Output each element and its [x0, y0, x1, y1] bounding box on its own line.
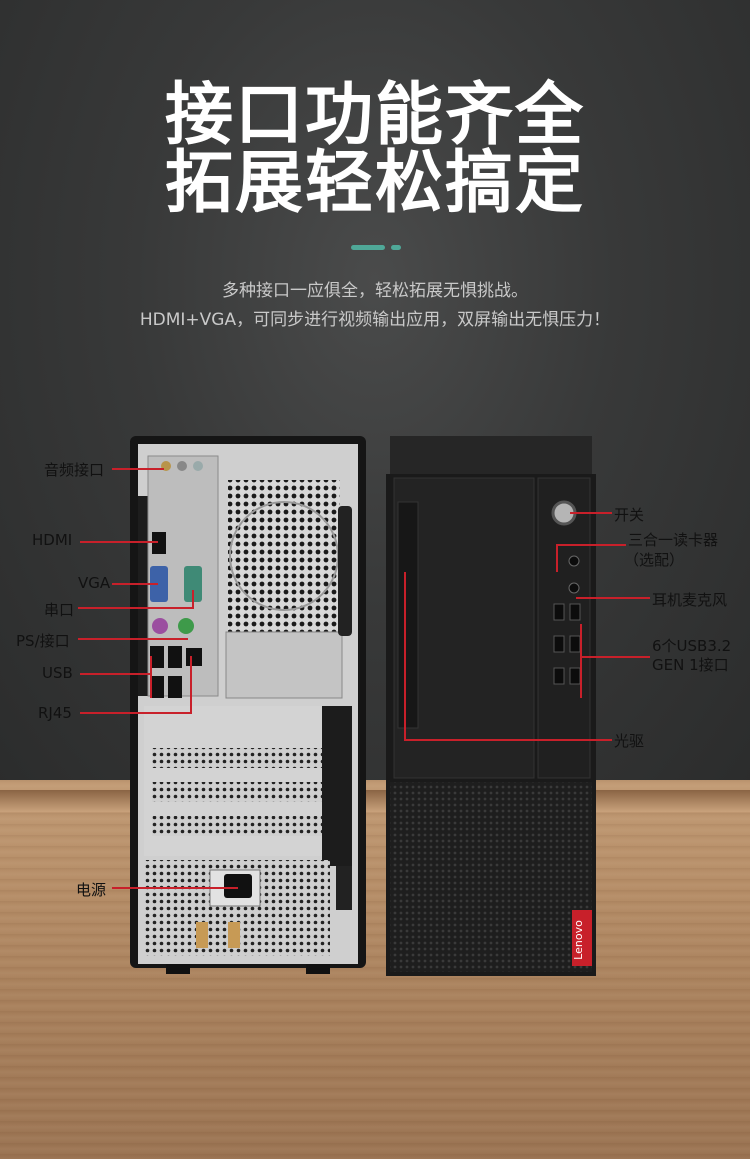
- rear-tower-image: [130, 436, 366, 974]
- leader-audio: [112, 468, 164, 470]
- floor-edge: [0, 790, 750, 812]
- leader-power-button: [570, 512, 612, 514]
- label-card-reader-note: （选配）: [624, 551, 685, 569]
- label-vga: VGA: [78, 574, 111, 592]
- subtitle-line-1: 多种接口一应俱全，轻松拓展无惧挑战。: [222, 281, 528, 301]
- label-power: 电源: [76, 881, 107, 899]
- leader-rj45-v: [190, 656, 192, 714]
- leader-card-reader: [556, 544, 626, 546]
- leader-serial: [78, 607, 194, 609]
- leader-usb: [80, 673, 150, 675]
- leader-usb-front: [580, 656, 650, 658]
- label-card-reader: 三合一读卡器: [628, 531, 719, 549]
- leader-usb-front-v: [580, 624, 582, 698]
- background-wall: [0, 0, 750, 800]
- label-audio: 音频接口: [44, 461, 105, 479]
- label-serial: 串口: [44, 601, 75, 619]
- label-usb: USB: [42, 664, 73, 682]
- brand-logo: Lenovo: [572, 920, 585, 960]
- leader-power: [112, 887, 238, 889]
- leader-rj45: [80, 712, 192, 714]
- leader-serial-v: [192, 590, 194, 609]
- label-headset: 耳机麦克风: [652, 591, 728, 609]
- background-floor: [0, 780, 750, 1159]
- leader-optical: [404, 739, 612, 741]
- leader-card-reader-v: [556, 544, 558, 572]
- label-hdmi: HDMI: [32, 531, 73, 549]
- label-optical: 光驱: [614, 732, 645, 750]
- label-ps2: PS/接口: [16, 632, 70, 650]
- headline-line-1: 接口功能齐全: [164, 76, 585, 155]
- floor-texture: [0, 780, 750, 1159]
- headline-line-2: 拓展轻松搞定: [164, 144, 585, 223]
- leader-ps2: [78, 638, 188, 640]
- accent-dash-long: [351, 245, 385, 250]
- leader-hdmi: [80, 541, 158, 543]
- label-power-button: 开关: [614, 506, 645, 524]
- label-rj45: RJ45: [38, 704, 72, 722]
- front-tower-image: Lenovo: [386, 436, 596, 976]
- accent-dash-short: [391, 245, 401, 250]
- label-usb-front: 6个USB3.2: [652, 637, 732, 655]
- leader-vga: [112, 583, 158, 585]
- subtitle-line-2: HDMI+VGA，可同步进行视频输出应用，双屏输出无惧压力！: [139, 310, 611, 330]
- label-usb-front-spec: GEN 1接口: [652, 656, 729, 674]
- leader-usb-v: [150, 656, 152, 698]
- leader-optical-v: [404, 572, 406, 741]
- leader-headset: [576, 597, 650, 599]
